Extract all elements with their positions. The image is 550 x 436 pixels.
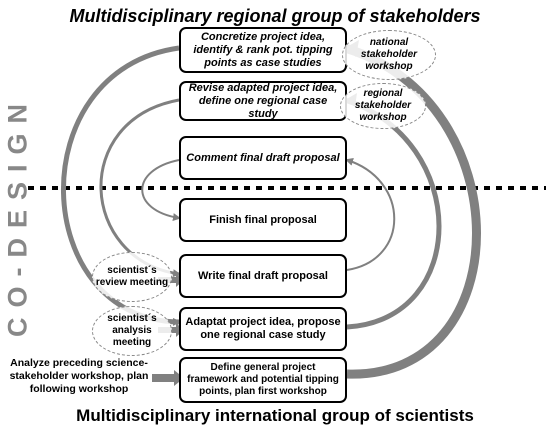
box-revise: Revise adapted project idea, define one … xyxy=(179,81,347,121)
arrow-right-inner xyxy=(345,158,396,271)
ellipse-national-workshop: national stakeholder workshop xyxy=(342,30,436,80)
box-comment: Comment final draft proposal xyxy=(179,136,347,180)
ellipse-review-meeting: scientist´s review meeting xyxy=(92,252,172,302)
box-concretize: Concretize project idea, identify & rank… xyxy=(179,27,347,73)
arrow-right-outer xyxy=(343,43,481,379)
ellipse-analysis-meeting: scientist´s analysis meeting xyxy=(92,306,172,356)
box-adapt: Adaptat project idea, propose one region… xyxy=(179,307,347,351)
title-stakeholders: Multidisciplinary regional group of stak… xyxy=(69,6,481,26)
ellipse-regional-workshop: regional stakeholder workshop xyxy=(340,83,426,129)
arrow-left-inner xyxy=(141,159,181,221)
box-write: Write final draft proposal xyxy=(179,254,347,298)
co-design-label: CO-DESIGN xyxy=(2,94,33,338)
box-finish: Finish final proposal xyxy=(179,198,347,242)
title-scientists: Multidisciplinary international group of… xyxy=(76,406,474,425)
arrow-right-mid xyxy=(344,97,442,330)
analyze-text: Analyze preceding science-stakeholder wo… xyxy=(9,357,149,395)
box-define: Define general project framework and pot… xyxy=(179,357,347,403)
